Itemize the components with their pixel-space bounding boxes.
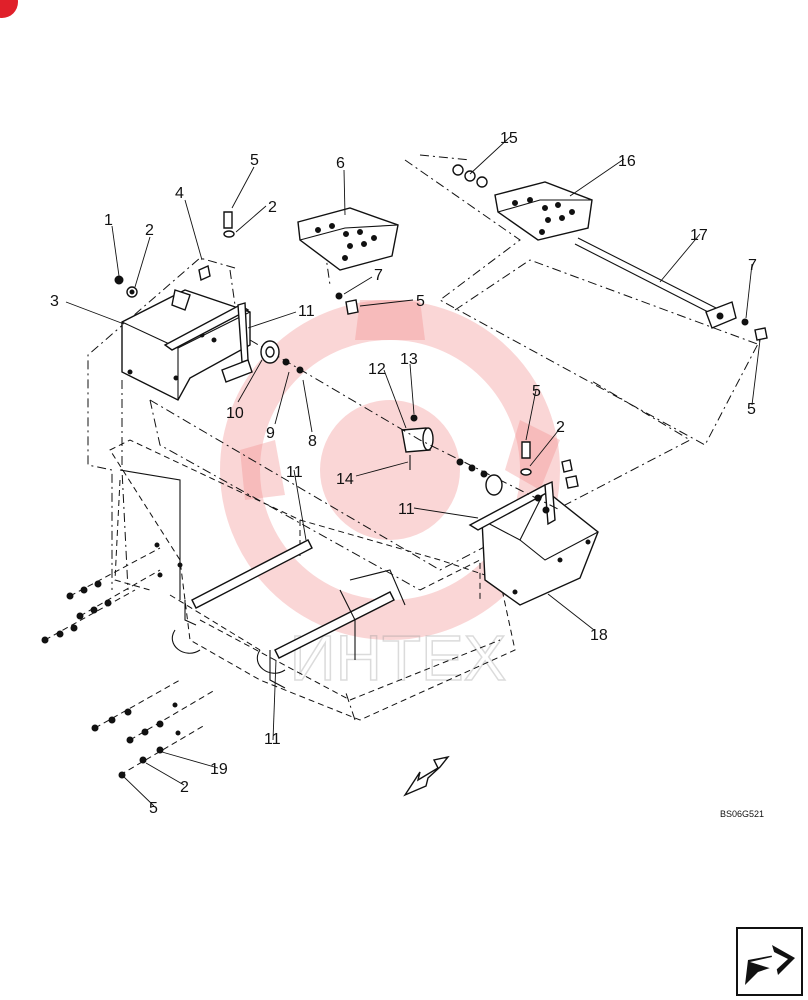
- callout-7: 7: [374, 267, 383, 284]
- callout-17: 17: [690, 227, 708, 244]
- callout-3: 3: [50, 293, 59, 310]
- forward-direction-arrow: [403, 755, 450, 797]
- tie-rod-17: [574, 237, 737, 329]
- callout-12: 12: [368, 361, 386, 378]
- lower-frame: [119, 469, 406, 674]
- reference-code: BS06G521: [720, 809, 764, 819]
- callout-2: 2: [145, 222, 154, 239]
- callout-5: 5: [416, 293, 425, 310]
- rails-11: [184, 539, 395, 689]
- callout-5: 5: [250, 152, 259, 169]
- callout-11: 11: [398, 501, 415, 518]
- callout-11: 11: [264, 731, 281, 748]
- left-mount-bracket: [121, 289, 253, 401]
- callout-14: 14: [336, 471, 354, 488]
- corner-marker: [0, 0, 18, 18]
- hardware-axis: [249, 339, 561, 514]
- callout-15: 15: [500, 130, 518, 147]
- callout-1: 1: [104, 212, 113, 229]
- callout-labels: 1 2 3 4 5 2 6 7 5 11 10 9 8 12 13 14 15 …: [50, 130, 757, 817]
- leader-lines: [65, 136, 761, 807]
- step-pad-16: [494, 181, 593, 241]
- bolt-rows: [41, 542, 216, 779]
- callout-18: 18: [590, 627, 608, 644]
- top-fasteners: [114, 164, 768, 489]
- callout-4: 4: [175, 185, 184, 202]
- arrow-next-icon[interactable]: [736, 927, 803, 996]
- callout-9: 9: [266, 425, 275, 442]
- callout-5: 5: [149, 800, 158, 817]
- callout-19: 19: [210, 761, 228, 778]
- callout-10: 10: [226, 405, 244, 422]
- callout-2: 2: [180, 779, 189, 796]
- callout-16: 16: [618, 153, 636, 170]
- callout-5: 5: [532, 383, 541, 400]
- callout-11: 11: [298, 303, 315, 320]
- callout-2: 2: [556, 419, 565, 436]
- step-pad-6: [297, 207, 399, 271]
- callout-8: 8: [308, 433, 317, 450]
- callout-2: 2: [268, 199, 277, 216]
- callout-6: 6: [336, 155, 345, 172]
- callout-5: 5: [747, 401, 756, 418]
- right-mount-bracket: [468, 480, 599, 606]
- callout-7: 7: [748, 257, 757, 274]
- callout-13: 13: [400, 351, 418, 368]
- callout-11: 11: [286, 464, 303, 481]
